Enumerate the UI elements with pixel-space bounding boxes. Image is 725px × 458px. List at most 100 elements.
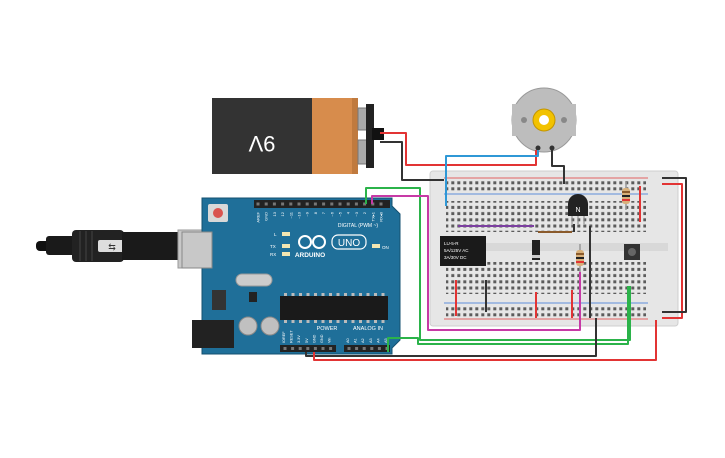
digital-pin-label: ~6 bbox=[329, 211, 334, 216]
diode[interactable] bbox=[532, 240, 540, 260]
chip-pin bbox=[306, 320, 310, 323]
bottom-power-rail[interactable] bbox=[446, 305, 646, 317]
digital-pin-label: GND bbox=[264, 212, 269, 221]
chip-pin bbox=[366, 293, 370, 296]
digital-pin-label: 7 bbox=[321, 211, 326, 214]
digital-pin-label: ~5 bbox=[338, 211, 343, 216]
chip-pin bbox=[314, 293, 317, 296]
digital-pin[interactable] bbox=[281, 202, 285, 206]
chip-pin bbox=[344, 293, 347, 296]
atmega-chip bbox=[280, 296, 388, 320]
power-pin[interactable] bbox=[329, 347, 333, 350]
wire-battery-red bbox=[380, 132, 537, 166]
resistor-bottom[interactable] bbox=[576, 244, 584, 272]
analog-pin[interactable] bbox=[355, 347, 359, 350]
chip-pin bbox=[351, 293, 355, 296]
pushbutton[interactable] bbox=[624, 244, 640, 260]
chip-pin bbox=[359, 293, 362, 296]
digital-pin-label: TX▸1 bbox=[370, 211, 375, 221]
power-pin[interactable] bbox=[321, 347, 325, 350]
digital-pin-label: 13 bbox=[272, 211, 277, 216]
digital-pin[interactable] bbox=[297, 202, 301, 206]
digital-pin-label: ~3 bbox=[354, 211, 359, 216]
wire-red-bottom bbox=[313, 320, 657, 361]
digital-pin-label: ~11 bbox=[288, 211, 293, 218]
wire-rail-black bbox=[662, 177, 687, 313]
digital-label: DIGITAL (PWM ~) bbox=[338, 223, 378, 229]
transistor-label: N bbox=[575, 207, 580, 214]
chip-pin bbox=[321, 293, 325, 296]
digital-pin[interactable] bbox=[264, 202, 268, 206]
digital-pin-label: 2 bbox=[362, 211, 367, 214]
digital-header[interactable] bbox=[254, 200, 390, 208]
analog-pin-label: A0 bbox=[346, 338, 350, 343]
wire-green-bottom bbox=[387, 286, 629, 352]
relay[interactable]: LU-5-R 5A/125V AC 3A/30V DC bbox=[440, 236, 486, 266]
wires[interactable] bbox=[305, 132, 687, 361]
relay-line-3: 3A/30V DC bbox=[444, 255, 467, 260]
power-pin[interactable] bbox=[298, 347, 302, 350]
digital-pin[interactable] bbox=[272, 202, 276, 206]
power-pin[interactable] bbox=[291, 347, 295, 350]
battery-body bbox=[212, 98, 312, 174]
analog-pin-label: A5 bbox=[384, 338, 388, 343]
analog-label: ANALOG IN bbox=[353, 326, 383, 332]
digital-pin[interactable] bbox=[330, 202, 334, 206]
digital-pin-label: 8 bbox=[313, 211, 318, 214]
usb-port bbox=[181, 231, 213, 269]
power-pin[interactable] bbox=[313, 347, 317, 350]
analog-pin[interactable] bbox=[370, 347, 374, 350]
digital-pin[interactable] bbox=[256, 202, 260, 206]
digital-pin-label: AREF bbox=[256, 211, 261, 222]
digital-pin[interactable] bbox=[346, 202, 350, 206]
power-pin[interactable] bbox=[283, 347, 287, 350]
analog-pin[interactable] bbox=[362, 347, 366, 350]
analog-header[interactable] bbox=[344, 345, 390, 352]
battery-band bbox=[312, 98, 358, 174]
power-pin[interactable] bbox=[306, 347, 310, 350]
svg-text:⇆: ⇆ bbox=[108, 242, 116, 252]
power-pin-label: 3.3V bbox=[297, 335, 301, 343]
digital-pin[interactable] bbox=[354, 202, 358, 206]
transistor-npn[interactable]: N bbox=[568, 194, 588, 224]
usb-cable[interactable]: ⇆ bbox=[36, 229, 207, 269]
chip-pin bbox=[344, 320, 347, 323]
chip-pin bbox=[336, 320, 340, 323]
digital-pin-label: ~9 bbox=[305, 211, 310, 216]
chip-pin bbox=[374, 293, 377, 296]
wire-rail-red bbox=[662, 183, 683, 319]
top-power-rail[interactable] bbox=[446, 180, 646, 192]
resistor-top[interactable] bbox=[622, 182, 630, 210]
terminal-strip-top[interactable] bbox=[446, 201, 646, 232]
breadboard[interactable] bbox=[429, 170, 679, 327]
power-pin-label: Vin bbox=[328, 338, 332, 343]
power-pin-label: GND bbox=[320, 334, 324, 343]
wire-magenta bbox=[371, 195, 581, 331]
terminal-strip-bottom[interactable] bbox=[446, 262, 646, 294]
analog-pin-label: A2 bbox=[361, 338, 365, 343]
analog-pin[interactable] bbox=[377, 347, 381, 350]
power-pin-label: GND bbox=[312, 334, 316, 343]
chip-pin bbox=[299, 293, 302, 296]
led-l-label: L bbox=[274, 232, 277, 237]
digital-pin[interactable] bbox=[338, 202, 342, 206]
digital-pin[interactable] bbox=[379, 202, 383, 206]
digital-pin[interactable] bbox=[305, 202, 309, 206]
digital-pin[interactable] bbox=[289, 202, 293, 206]
digital-pin[interactable] bbox=[363, 202, 367, 206]
dc-motor[interactable] bbox=[511, 87, 577, 153]
digital-pin[interactable] bbox=[322, 202, 326, 206]
relay-line-2: 5A/125V AC bbox=[444, 248, 469, 253]
arduino-logo: UNO ARDUINO bbox=[295, 234, 367, 259]
on-label: ON bbox=[382, 245, 389, 250]
battery-9v[interactable]: 9V bbox=[212, 98, 384, 174]
chip-pin bbox=[284, 293, 287, 296]
analog-pin[interactable] bbox=[347, 347, 351, 350]
power-jack bbox=[192, 320, 234, 348]
wire-motor-blue bbox=[445, 150, 539, 206]
digital-pin[interactable] bbox=[313, 202, 317, 206]
chip-pin bbox=[291, 293, 295, 296]
